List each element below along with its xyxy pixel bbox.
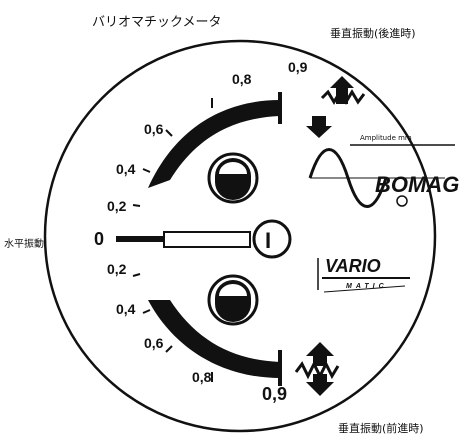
needle-hub-symbol: I — [265, 228, 271, 253]
scale-label-upper-0-4: 0,4 — [116, 161, 136, 177]
upper-tick — [132, 204, 141, 207]
scale-label-upper-0-6: 0,6 — [144, 121, 164, 137]
scale-label-lower-0-4: 0,4 — [116, 301, 136, 317]
lower-tick — [132, 273, 141, 277]
scale-label-upper-0-2: 0,2 — [107, 198, 127, 214]
lower-tick — [142, 309, 151, 314]
amplitude-wave — [308, 148, 388, 208]
down-arrow-icon — [306, 116, 332, 138]
scale-label-upper-0-9: 0,9 — [288, 59, 308, 75]
upper-tick — [165, 129, 173, 137]
vario-logo-text: VARIO — [325, 256, 381, 276]
vertical-vibration-icon-bottom — [294, 342, 340, 396]
title-label: バリオマチックメータ — [92, 15, 221, 30]
horizontal-vibration-label: 水平振動 — [4, 237, 44, 250]
scale-label-lower-0-8: 0,8 — [192, 369, 212, 385]
variomatic-logo: VARIO MATIC — [317, 256, 410, 293]
upper-scale-arc — [148, 100, 280, 188]
eccentric-weight-lower — [207, 274, 259, 326]
dial-outline — [43, 39, 437, 433]
zero-label: 0 — [94, 229, 104, 249]
vertical-vibration-icon-top — [320, 76, 366, 105]
vertical-forward-label: 垂直振動(前進時) — [338, 421, 424, 435]
amplitude-label: Amplitude mm — [360, 134, 412, 142]
matic-logo-text: MATIC — [346, 283, 388, 290]
vertical-reverse-label: 垂直振動(後進時) — [330, 26, 416, 40]
bomag-logo-dot — [396, 195, 408, 207]
lower-tick — [165, 345, 173, 353]
needle-hub — [252, 219, 292, 259]
lower-scale-arc — [148, 300, 280, 378]
scale-label-lower-0-9: 0,9 — [262, 384, 287, 404]
scale-label-lower-0-6: 0,6 — [144, 335, 164, 351]
scale-label-upper-0-8: 0,8 — [232, 71, 252, 87]
scale-label-lower-0-2: 0,2 — [107, 261, 127, 277]
upper-tick — [142, 168, 151, 173]
needle — [163, 231, 251, 248]
bomag-logo: BOMAG — [375, 172, 459, 197]
eccentric-weight-upper — [207, 152, 259, 204]
